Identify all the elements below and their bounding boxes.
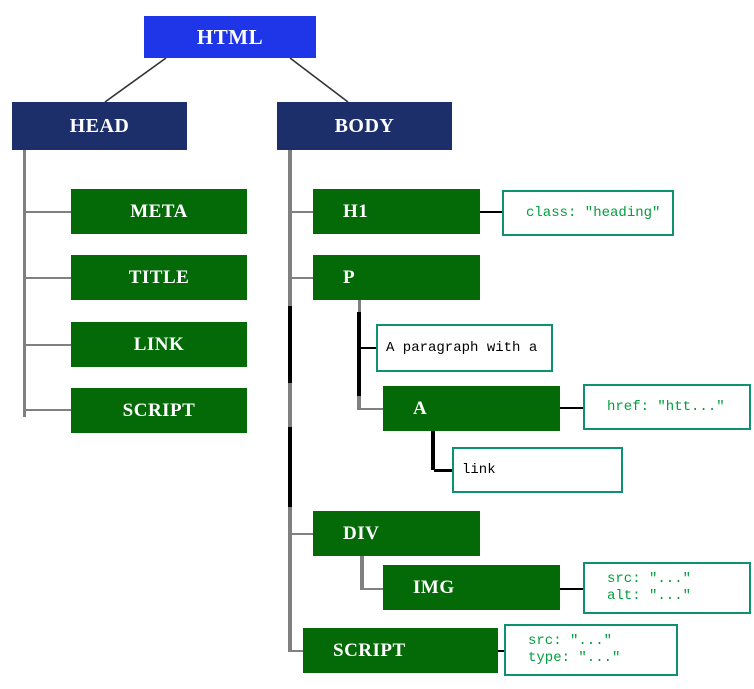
body-to-div-line <box>291 533 314 535</box>
img-to-attrs-line <box>560 588 585 590</box>
head-to-meta-line <box>26 211 72 213</box>
a-to-linktext-line <box>434 469 454 472</box>
head-trunk-line <box>23 150 26 417</box>
node-html-label: HTML <box>196 24 264 49</box>
node-html[interactable]: HTML <box>144 16 316 58</box>
node-meta[interactable]: META <box>71 189 247 234</box>
node-p-label: P <box>343 266 356 288</box>
node-title[interactable]: TITLE <box>71 255 247 300</box>
node-body[interactable]: BODY <box>277 102 452 150</box>
head-to-title-line <box>26 277 72 279</box>
text-node-link-text: link <box>462 461 496 478</box>
p-subtrunk-line-top <box>358 300 361 312</box>
node-a[interactable]: A <box>383 386 560 431</box>
head-to-script-line <box>26 409 72 411</box>
node-img[interactable]: IMG <box>383 565 560 610</box>
attr-body-script: src: "..." type: "..." <box>504 624 678 676</box>
attr-img-src-text: src: "..." <box>607 571 692 587</box>
text-node-link: link <box>452 447 623 493</box>
head-to-link-line <box>26 344 72 346</box>
node-div[interactable]: DIV <box>313 511 480 556</box>
attr-script-type-text: type: "..." <box>528 650 621 666</box>
body-to-p-line <box>291 277 314 279</box>
p-to-text-line <box>360 347 378 349</box>
node-p[interactable]: P <box>313 255 480 300</box>
a-subtrunk-line <box>431 431 435 470</box>
body-trunk-line-2 <box>288 306 292 383</box>
node-head-script-label: SCRIPT <box>122 399 196 421</box>
node-h1-label: H1 <box>343 200 369 222</box>
body-trunk-line-1 <box>288 150 292 306</box>
node-body-script-label: SCRIPT <box>333 639 406 661</box>
text-node-paragraph-text: A paragraph with a <box>386 339 538 356</box>
div-to-img-line <box>363 588 387 590</box>
p-subtrunk-line <box>357 312 361 396</box>
attr-script-src-text: src: "..." <box>528 633 613 649</box>
node-h1[interactable]: H1 <box>313 189 480 234</box>
div-subtrunk-line <box>360 556 364 590</box>
node-meta-label: META <box>130 200 188 222</box>
node-body-script[interactable]: SCRIPT <box>303 628 498 673</box>
node-head-label: HEAD <box>69 114 130 137</box>
body-trunk-line-4 <box>288 427 292 507</box>
attr-a-href-text: href: "htt..." <box>607 398 725 415</box>
node-a-label: A <box>413 397 428 419</box>
attr-h1-class-text: class: "heading" <box>526 204 661 221</box>
node-head[interactable]: HEAD <box>12 102 187 150</box>
node-div-label: DIV <box>343 522 380 544</box>
body-to-script-line <box>291 650 314 652</box>
h1-to-class-line <box>480 211 504 213</box>
attr-h1-class: class: "heading" <box>502 190 674 236</box>
body-to-h1-line <box>291 211 314 213</box>
text-node-paragraph: A paragraph with a <box>376 324 553 372</box>
node-img-label: IMG <box>413 576 455 598</box>
body-trunk-line-3 <box>288 383 292 427</box>
attr-img-alt-text: alt: "..." <box>607 588 692 604</box>
node-body-label: BODY <box>334 114 395 137</box>
body-trunk-line-5 <box>288 507 292 652</box>
attr-a-href: href: "htt..." <box>583 384 751 430</box>
attr-img: src: "..." alt: "..." <box>583 562 751 614</box>
node-link[interactable]: LINK <box>71 322 247 367</box>
node-head-script[interactable]: SCRIPT <box>71 388 247 433</box>
a-to-href-line <box>560 407 585 409</box>
p-subtrunk-line-bottom <box>357 396 361 410</box>
node-link-label: LINK <box>133 333 185 355</box>
p-to-a-line <box>360 408 384 410</box>
node-title-label: TITLE <box>128 266 190 288</box>
